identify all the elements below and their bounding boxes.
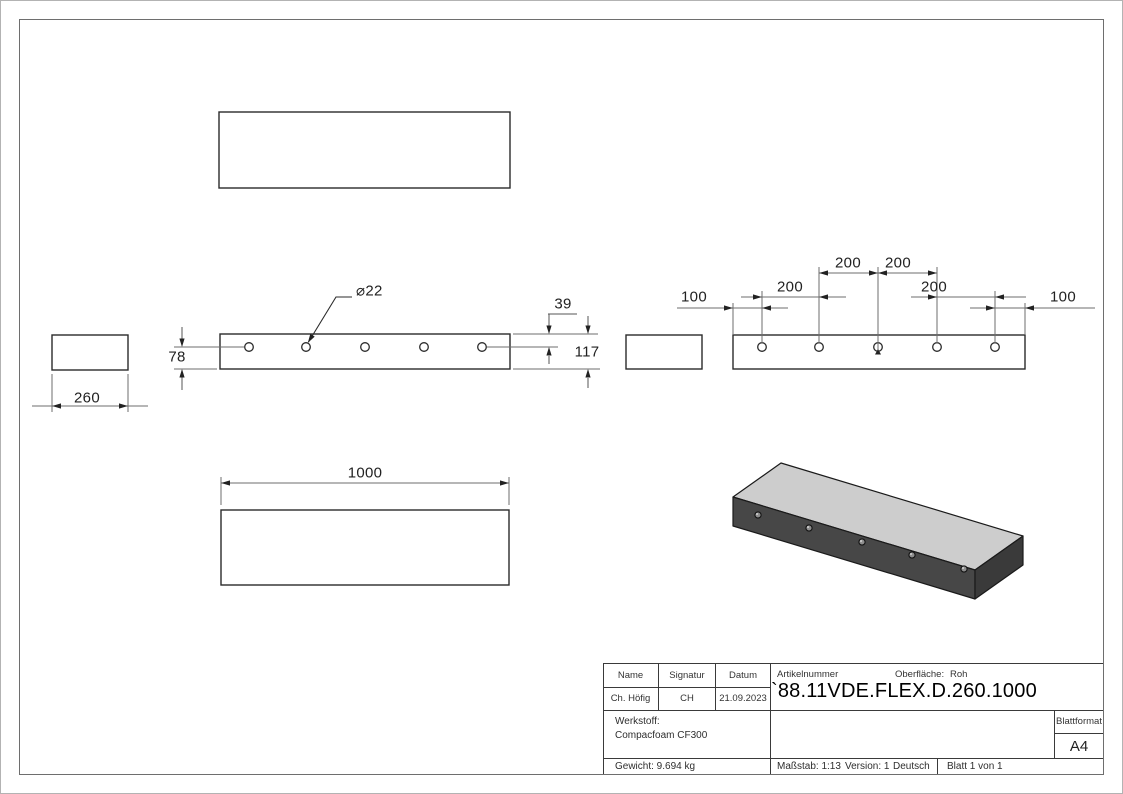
dim-78-text: 78 xyxy=(168,349,185,366)
middle-end-view xyxy=(625,334,703,370)
tb-version: Version: 1 xyxy=(845,761,890,772)
dim-1000-text: 1000 xyxy=(348,465,383,482)
tb-surface-label: Oberfläche: xyxy=(895,669,945,680)
tb-format-value: A4 xyxy=(1069,737,1089,755)
tb-surface-value: Roh xyxy=(950,669,968,680)
dim-200-a-text: 200 xyxy=(777,279,803,296)
tb-language: Deutsch xyxy=(893,761,930,772)
tb-format-label: Blattformat xyxy=(1056,716,1102,727)
tb-row-line-3 xyxy=(603,758,1103,759)
tb-sheet-divider xyxy=(937,758,938,774)
dim-117: 117 xyxy=(575,316,600,388)
center-hole-mark xyxy=(875,349,881,355)
tb-name-value: Ch. Höfig xyxy=(610,693,651,704)
dim-260: 260 xyxy=(32,374,148,412)
dim-100-left-text: 100 xyxy=(681,289,707,306)
front-view-holes xyxy=(244,342,487,352)
dim-pitch-mid: 200 200 xyxy=(741,279,1026,300)
rear-view xyxy=(732,267,1026,370)
dim-200-d-text: 200 xyxy=(921,279,947,296)
dim-117-text: 117 xyxy=(575,344,600,361)
dim-pitch-top: 200 200 xyxy=(819,255,937,276)
dim-200-c-text: 200 xyxy=(885,255,911,272)
title-block: Name Signatur Datum Ch. Höfig CH 21.09.2… xyxy=(603,663,1103,774)
tb-date-value: 21.09.2023 xyxy=(719,693,767,704)
front-view xyxy=(219,333,511,370)
tb-material-label: Werkstoff: xyxy=(615,716,660,727)
tb-article-label: Artikelnummer xyxy=(777,669,839,680)
tb-name-label: Name xyxy=(617,669,644,681)
tb-row-line-2 xyxy=(603,710,1103,711)
bottom-view xyxy=(220,509,510,586)
page-frame xyxy=(19,19,1104,775)
tb-signature-value: CH xyxy=(680,693,694,704)
tb-col-line-1 xyxy=(658,663,659,710)
rear-view-extension-lines xyxy=(732,267,1026,352)
callout-hole-diameter: ⌀22 xyxy=(307,283,383,343)
dim-end-offsets: 100 100 xyxy=(677,289,1095,311)
tb-row-line-1 xyxy=(603,687,770,688)
top-view xyxy=(218,111,511,189)
dim-dia22-text: ⌀22 xyxy=(356,283,383,300)
dim-100-right-text: 100 xyxy=(1050,289,1076,306)
dim-1000: 1000 xyxy=(220,465,510,505)
tb-border-top xyxy=(603,663,1103,664)
dim-78: 78 xyxy=(164,327,244,390)
tb-weight: Gewicht: 9.694 kg xyxy=(615,761,696,772)
dim-39-text: 39 xyxy=(554,296,571,313)
tb-signature-label: Signatur xyxy=(669,669,705,681)
tb-format-row-line xyxy=(1054,733,1103,734)
tb-col-line-3 xyxy=(770,663,771,774)
dim-39: 39 xyxy=(487,296,600,370)
tb-material-value: Compacfoam CF300 xyxy=(615,730,708,741)
dim-260-text: 260 xyxy=(74,390,100,407)
tb-format-divider xyxy=(1054,710,1055,758)
iso-hole-glints xyxy=(756,513,964,569)
left-end-view xyxy=(51,334,129,371)
tb-date-label: Datum xyxy=(729,669,757,681)
tb-article-number: `88.11VDE.FLEX.D.260.1000 xyxy=(771,680,1037,702)
iso-side-face xyxy=(974,535,1024,600)
tb-scale: Maßstab: 1:13 xyxy=(777,761,841,772)
tb-col-line-2 xyxy=(715,663,716,710)
tb-sheet: Blatt 1 von 1 xyxy=(947,761,1003,772)
tb-border-left xyxy=(603,663,604,774)
dim-200-b-text: 200 xyxy=(835,255,861,272)
isometric-view xyxy=(732,462,1024,600)
